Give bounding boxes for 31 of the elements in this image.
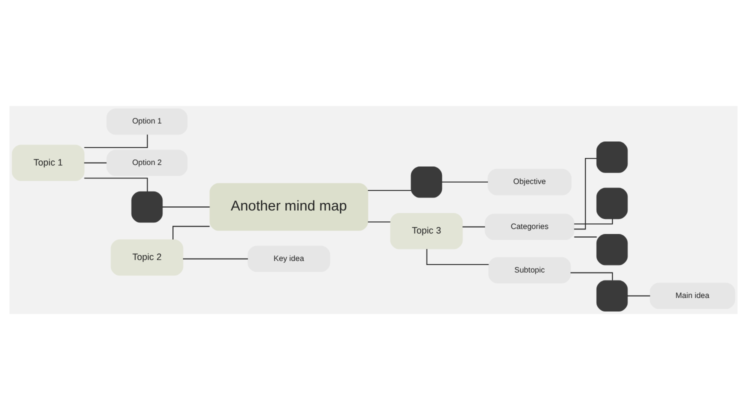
node-box: Main idea — [650, 282, 736, 310]
node-box: Topic 1 — [12, 144, 84, 182]
node-box: Option 2 — [106, 150, 188, 176]
connector — [570, 272, 613, 281]
node-box: Another mind map — [210, 183, 368, 231]
connector — [367, 190, 412, 191]
node-box: Subtopic — [488, 257, 571, 284]
connector — [462, 226, 486, 228]
node-box — [596, 142, 628, 173]
node-box — [596, 188, 628, 220]
node-box: Objective — [488, 168, 572, 196]
connector — [574, 218, 613, 224]
connector — [367, 221, 391, 222]
connector — [84, 162, 108, 164]
connector — [162, 206, 210, 208]
node-box — [410, 166, 442, 198]
node-box: Categories — [484, 214, 574, 240]
node-box — [596, 280, 628, 312]
connector — [84, 178, 148, 192]
node-box — [131, 191, 163, 223]
node-box — [596, 234, 628, 266]
node-box: Topic 3 — [390, 213, 463, 250]
connector — [426, 248, 490, 266]
node-box: Option 1 — [106, 108, 188, 135]
connector — [441, 182, 488, 183]
connector — [574, 236, 598, 238]
connector — [626, 295, 651, 296]
connector — [182, 258, 248, 260]
node-box: Key idea — [248, 246, 330, 272]
connector — [172, 226, 210, 240]
node-box: Topic 2 — [110, 239, 184, 276]
